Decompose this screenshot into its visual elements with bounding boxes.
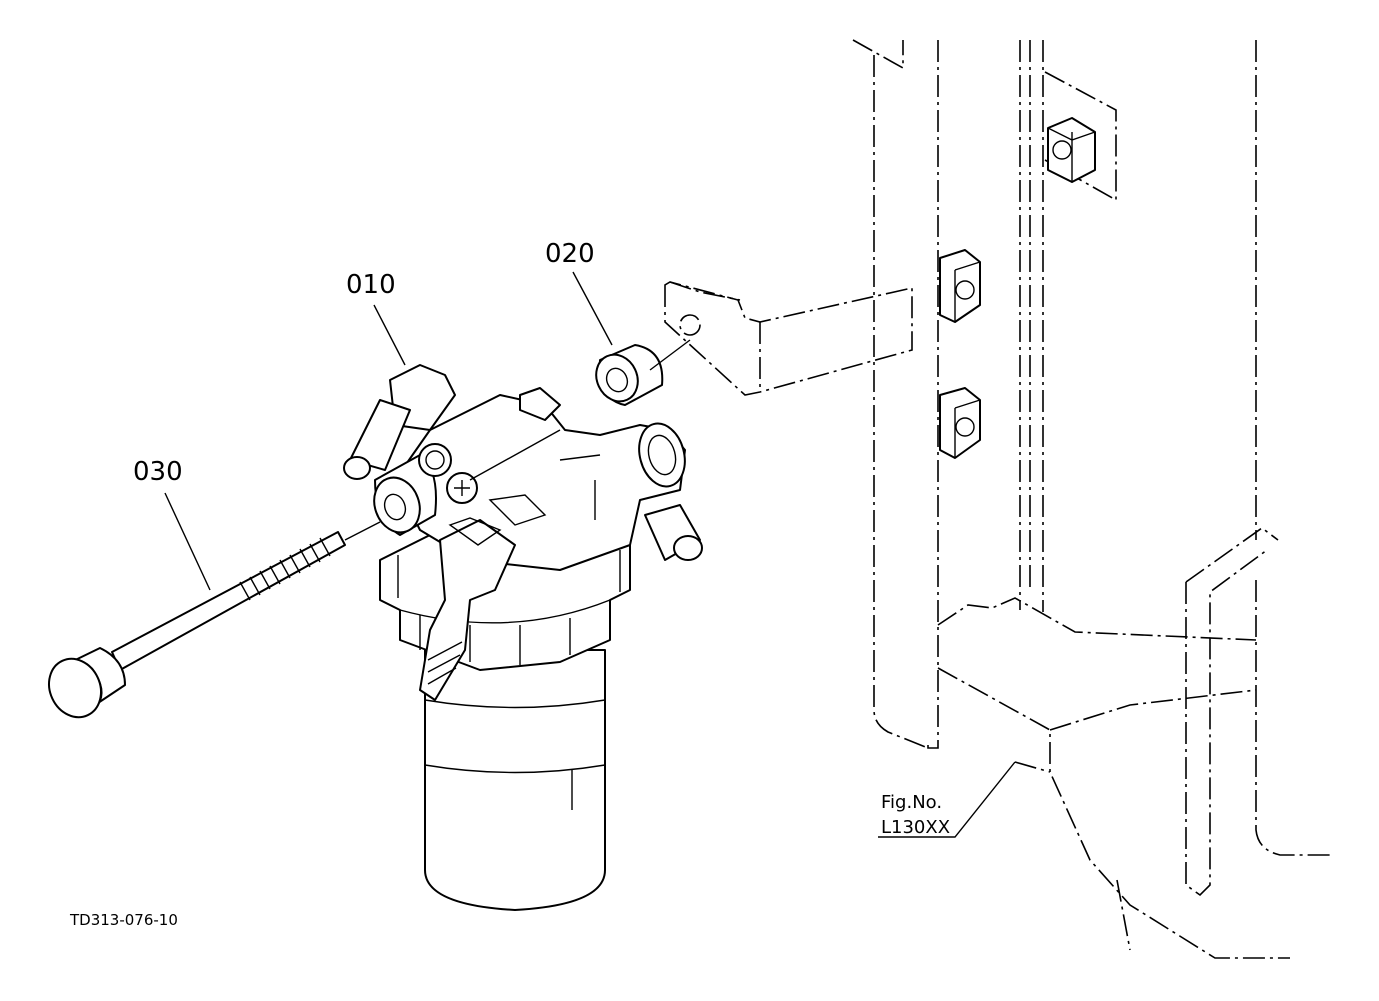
leader-010	[373, 304, 406, 366]
figure-ref-line1: Fig.No.	[881, 792, 942, 813]
fuel-filter-010	[343, 364, 703, 911]
bolt-030	[48, 521, 381, 719]
leader-figref	[878, 761, 1016, 838]
callout-020: 020	[545, 239, 595, 269]
drawing-code: TD313-076-10	[69, 911, 178, 929]
spacer-020	[595, 339, 691, 406]
leader-020	[572, 271, 613, 346]
figure-ref-line2: L130XX	[881, 817, 950, 838]
callout-010: 010	[346, 270, 396, 300]
leader-lines	[164, 271, 1016, 838]
mounting-bracket	[664, 281, 913, 396]
callout-030: 030	[133, 457, 183, 487]
leader-030	[164, 492, 211, 591]
frame-phantom	[852, 39, 1330, 959]
